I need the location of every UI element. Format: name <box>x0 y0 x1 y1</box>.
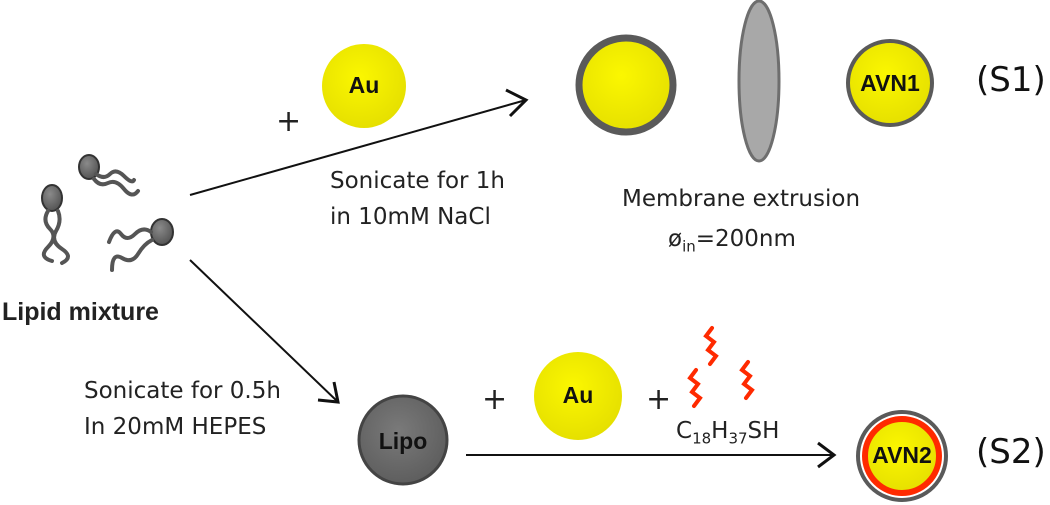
extrusion-label: Membrane extrusion <box>622 186 861 212</box>
arrow-route2 <box>189 259 340 404</box>
coated-nanoparticle-icon <box>575 34 677 136</box>
thiol-formula: C18H37SH <box>676 418 780 448</box>
route1-condition-line2: in 10mM NaCl <box>330 204 491 230</box>
lipid-molecule-icon <box>41 184 70 265</box>
lipo-label: Lipo <box>378 428 428 454</box>
avn2-particle-icon <box>856 410 948 502</box>
extrusion-membrane-icon <box>737 0 781 163</box>
route1-condition-line1: Sonicate for 1h <box>330 168 506 194</box>
gold-nanoparticle-icon <box>534 352 622 440</box>
gold-label: Au <box>562 382 594 408</box>
gold-label: Au <box>348 72 380 98</box>
pore-size-label: øin=200nm <box>668 226 796 256</box>
route2-condition-line1: Sonicate for 0.5h <box>84 378 281 404</box>
plus-sign: + <box>482 382 508 417</box>
avn1-label: AVN1 <box>860 70 920 96</box>
arrow-route1 <box>189 88 529 196</box>
avn1-particle-icon <box>846 39 934 127</box>
gold-nanoparticle-icon <box>322 44 406 128</box>
lipid-molecule-icon <box>78 154 140 197</box>
s2-tag: (S2) <box>976 432 1046 472</box>
arrow-lipo-to-avn2 <box>466 441 837 469</box>
liposome-icon <box>357 394 449 486</box>
lipid-mixture-label: Lipid mixture <box>2 298 159 326</box>
lipid-molecule-icon <box>107 218 174 272</box>
avn2-label: AVN2 <box>872 442 932 468</box>
thiol-chain-icon <box>687 326 755 408</box>
route2-condition-line2: In 20mM HEPES <box>84 414 267 440</box>
plus-sign: + <box>276 104 302 139</box>
s1-tag: (S1) <box>976 60 1046 100</box>
plus-sign: + <box>646 382 672 417</box>
